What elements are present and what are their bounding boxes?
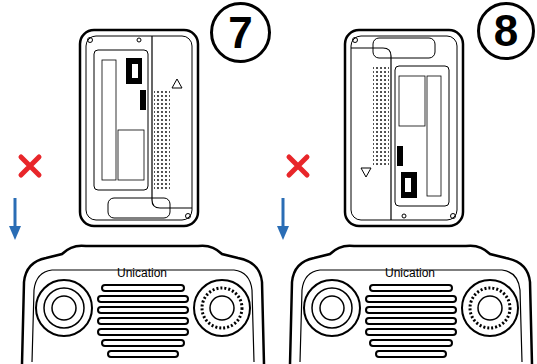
- brand-name: Unication: [117, 267, 167, 279]
- pager-device: [345, 30, 463, 226]
- callout-number: 7: [228, 11, 252, 55]
- charger-cradle: [290, 246, 532, 364]
- charger-cradle: [22, 246, 264, 364]
- insert-arrow: [9, 198, 21, 240]
- brand-name: Unication: [385, 267, 435, 279]
- wrong-mark: [21, 157, 39, 175]
- callout-circle: 7: [210, 2, 271, 63]
- callout-circle: 8: [477, 2, 535, 60]
- wrong-mark: [289, 157, 307, 175]
- insert-arrow: [277, 198, 289, 240]
- pager-device: [80, 30, 198, 226]
- callout-number: 8: [494, 9, 518, 53]
